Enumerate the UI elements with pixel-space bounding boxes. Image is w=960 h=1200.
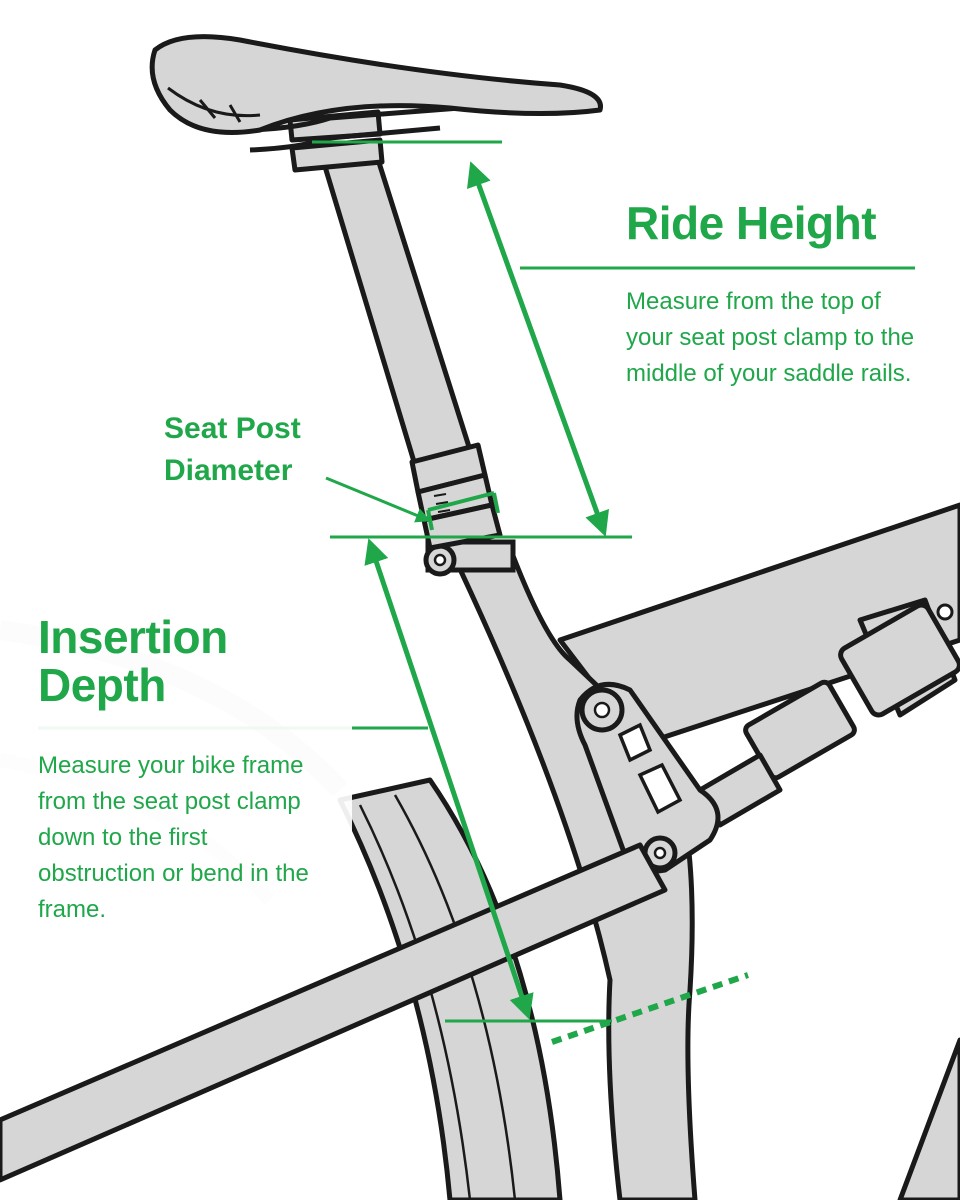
ride-height-title: Ride Height (626, 197, 877, 249)
seat-post-diameter-title-line-2: Diameter (164, 454, 293, 487)
insertion-depth-title-line-2: Depth (38, 659, 166, 711)
chain-stay (897, 1037, 960, 1200)
saddle-clamp (249, 105, 461, 173)
seat-post-diameter-measurement (325, 476, 500, 531)
rocker-link (574, 681, 721, 874)
seat-post-diameter-title-line-1: Seat Post (164, 412, 301, 445)
ride-height-description: Measure from the top of your seat post c… (626, 288, 915, 387)
insertion-depth-description: Measure your bike frame from the seat po… (38, 752, 309, 923)
saddle (149, 34, 603, 135)
insertion-depth-text-panel (0, 590, 352, 945)
rear-shock (697, 597, 960, 828)
seat-post (317, 147, 503, 551)
ride-height-measurement (312, 140, 915, 539)
insertion-depth-title-line-1: Insertion (38, 611, 228, 663)
